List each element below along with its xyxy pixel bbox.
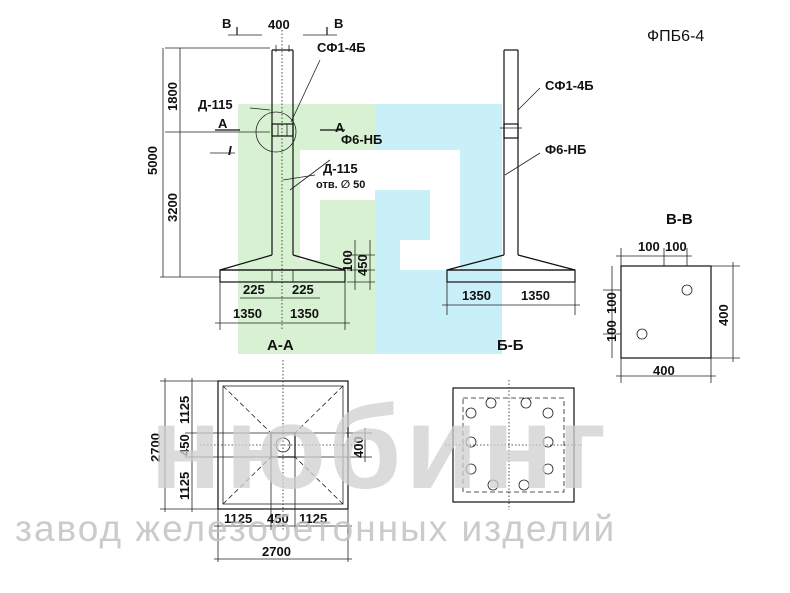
dim-height-1800: 1800 xyxy=(165,82,180,111)
cut-mark-b-left: В xyxy=(222,16,231,31)
dim-1350-left: 1350 xyxy=(233,306,262,321)
section-aa-title: А-А xyxy=(267,337,294,354)
label-f6-nb-side: Ф6-НБ xyxy=(545,142,586,157)
dim-vv-left-2: 100 xyxy=(604,320,619,342)
section-aa xyxy=(160,360,372,562)
watermark-subtitle: завод железобетонных изделий xyxy=(15,508,616,549)
label-d115-top: Д-115 xyxy=(198,97,233,112)
label-hole-50: отв. ∅ 50 xyxy=(316,179,365,191)
cut-mark-b-right: В xyxy=(334,16,343,31)
watermark-logo xyxy=(238,104,502,354)
label-sf1-4b-side: СФ1-4Б xyxy=(545,78,594,93)
dim-225-left: 225 xyxy=(243,282,265,297)
section-vv xyxy=(603,248,740,383)
dim-vv-right: 400 xyxy=(716,304,731,326)
cut-mark-a-left: А xyxy=(218,116,228,131)
dim-1350-side-right: 1350 xyxy=(521,288,550,303)
dim-vv-bottom: 400 xyxy=(653,363,675,378)
dim-height-3200: 3200 xyxy=(165,193,180,222)
dim-vv-top-2: 100 xyxy=(665,239,687,254)
dim-1350-side-left: 1350 xyxy=(462,288,491,303)
dim-aa-bottom-2: 450 xyxy=(267,511,289,526)
top-width-dimension: 400 xyxy=(268,17,290,32)
cut-mark-a-right: А xyxy=(335,120,345,135)
label-f6-nb-front: Ф6-НБ xyxy=(341,132,382,147)
dim-aa-left-top: 1125 xyxy=(177,396,192,424)
dim-aa-bottom-1: 1125 xyxy=(224,511,252,526)
dim-450: 450 xyxy=(355,254,370,276)
section-bb xyxy=(445,380,582,510)
label-d115-mid: Д-115 xyxy=(323,161,358,176)
watermark-word: нюбинг xyxy=(150,382,610,514)
drawing-title: ФПБ6-4 xyxy=(647,28,704,45)
dim-aa-400: 400 xyxy=(351,436,366,458)
dim-vv-left-1: 100 xyxy=(604,292,619,314)
front-elevation xyxy=(160,27,375,330)
label-sf1-4b-front: СФ1-4Б xyxy=(317,40,366,55)
dim-225-right: 225 xyxy=(292,282,314,297)
section-vv-title: В-В xyxy=(666,211,693,228)
dim-aa-bottom-3: 1125 xyxy=(299,511,327,526)
dim-100: 100 xyxy=(340,250,355,272)
side-elevation xyxy=(442,49,580,315)
dim-aa-left-bot: 1125 xyxy=(177,472,192,500)
detail-mark-i: I xyxy=(228,143,232,158)
dim-aa-total-v: 2700 xyxy=(148,433,163,462)
dim-vv-top-1: 100 xyxy=(638,239,660,254)
section-bb-title: Б-Б xyxy=(497,337,524,354)
dim-height-5000: 5000 xyxy=(145,146,160,175)
dim-aa-total-h: 2700 xyxy=(262,544,291,559)
dim-aa-left-mid: 450 xyxy=(177,434,192,456)
dim-1350-right: 1350 xyxy=(290,306,319,321)
